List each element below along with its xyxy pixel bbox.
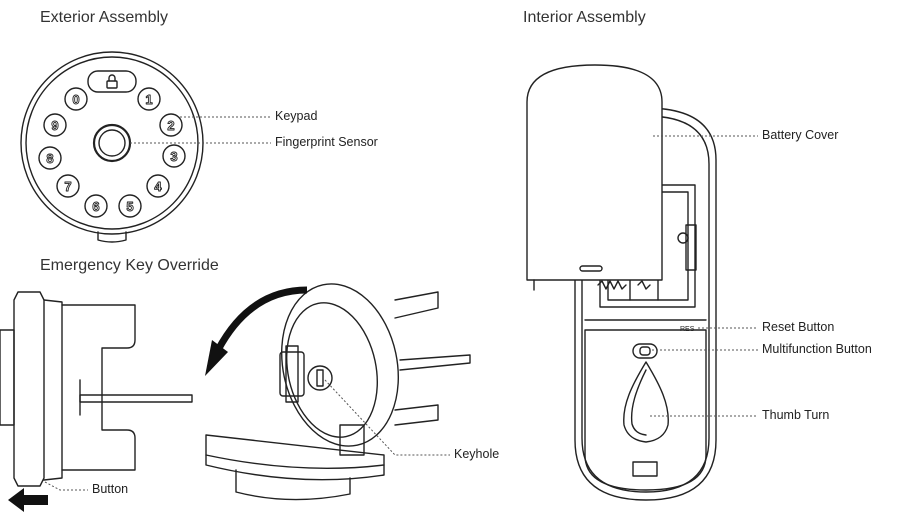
multifunction-button-label: Multifunction Button bbox=[762, 342, 872, 356]
emergency-key-override-heading: Emergency Key Override bbox=[40, 257, 219, 274]
battery-cover-label: Battery Cover bbox=[762, 128, 839, 142]
exterior-keypad-drawing bbox=[20, 51, 204, 243]
key-6: 6 bbox=[92, 199, 99, 214]
emergency-side-view-drawing bbox=[0, 291, 193, 487]
thumb-turn-label: Thumb Turn bbox=[762, 408, 830, 422]
interior-lock-drawing bbox=[526, 64, 717, 501]
reset-button-label: Reset Button bbox=[762, 320, 835, 334]
key-3: 3 bbox=[170, 149, 177, 164]
key-1: 1 bbox=[145, 92, 152, 107]
reset-marking: RES bbox=[680, 326, 695, 333]
emergency-open-view-drawing bbox=[205, 283, 471, 501]
rotate-arrow bbox=[205, 286, 308, 376]
exterior-assembly-heading: Exterior Assembly bbox=[40, 9, 169, 26]
key-0: 0 bbox=[72, 92, 79, 107]
keypad-label: Keypad bbox=[275, 109, 318, 123]
key-5: 5 bbox=[126, 199, 133, 214]
key-2: 2 bbox=[167, 118, 174, 133]
button-label: Button bbox=[92, 482, 129, 496]
key-8: 8 bbox=[46, 151, 53, 166]
keyhole-label: Keyhole bbox=[454, 447, 500, 461]
keypad-digits: 0 1 2 3 4 5 6 7 8 9 bbox=[46, 92, 178, 215]
key-7: 7 bbox=[64, 179, 71, 194]
push-arrow bbox=[8, 488, 48, 512]
interior-assembly-heading: Interior Assembly bbox=[523, 9, 646, 26]
key-9: 9 bbox=[51, 118, 58, 133]
fingerprint-sensor-label: Fingerprint Sensor bbox=[275, 135, 378, 149]
button-leader bbox=[44, 481, 88, 491]
key-4: 4 bbox=[154, 179, 162, 194]
keyhole-leader bbox=[324, 379, 450, 456]
